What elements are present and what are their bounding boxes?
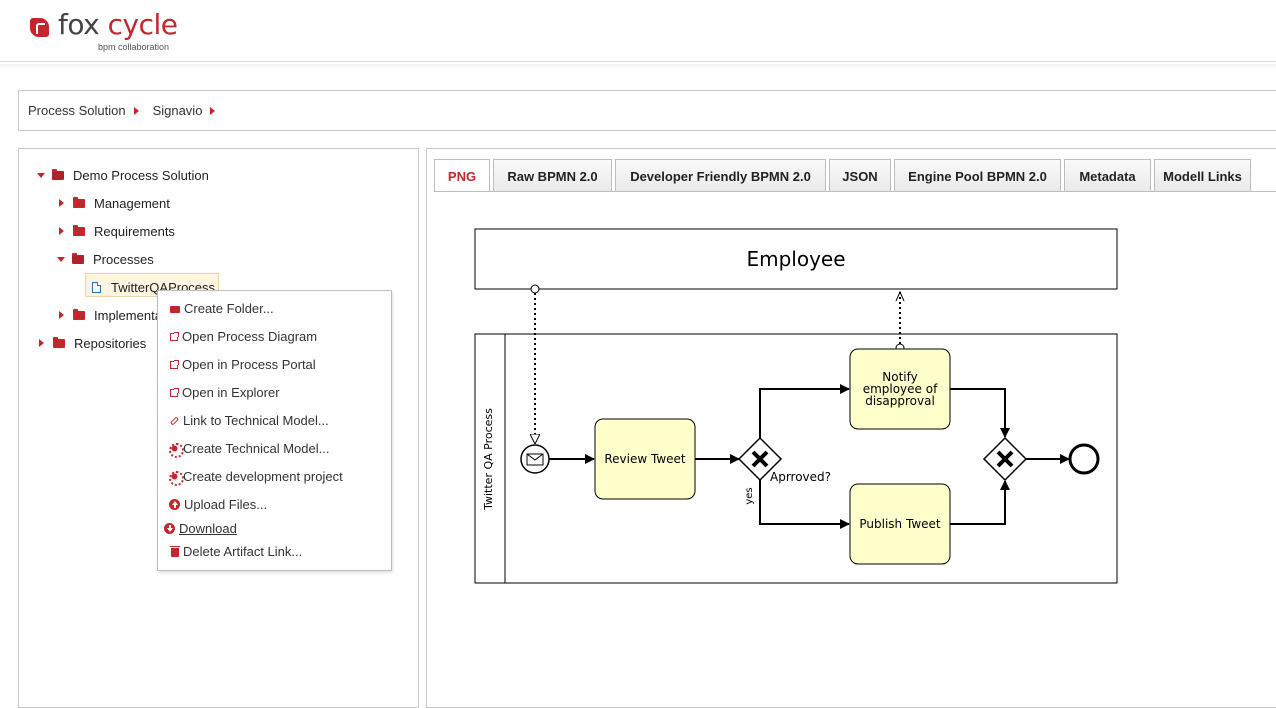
artifact-view-panel: PNG Raw BPMN 2.0 Developer Friendly BPMN… [426,148,1276,708]
menu-item-label: Link to Technical Model... [183,413,329,428]
folder-open-icon [52,168,64,180]
logo-tagline: bpm collaboration [98,42,170,52]
menu-item-label: Create Technical Model... [183,441,330,456]
menu-item-label: Delete Artifact Link... [183,544,303,559]
upload-icon [169,499,180,510]
menu-item-open-process-diagram[interactable]: Open Process Diagram [170,329,317,344]
caret-right-icon[interactable] [59,311,64,319]
tree-node-label: Repositories [74,335,147,351]
menu-item-open-in-process-portal[interactable]: Open in Process Portal [170,357,316,372]
menu-item-download[interactable]: Download [164,521,237,536]
download-icon [164,523,175,534]
tab-modell-links[interactable]: Modell Links [1154,159,1251,192]
folder-icon [73,196,85,208]
folder-icon [73,308,85,320]
tree-node-repositories[interactable]: Repositories [39,334,146,352]
external-link-icon [170,331,179,341]
menu-item-upload-files[interactable]: Upload Files... [169,497,267,512]
external-link-icon [170,359,179,369]
fox-logo-icon [30,18,49,37]
tree-node-label: Requirements [94,223,175,239]
tree-node-label: Implementa [94,307,162,323]
caret-down-icon[interactable] [37,172,45,178]
menu-item-link-technical-model[interactable]: Link to Technical Model... [169,413,329,428]
tab-json[interactable]: JSON [829,159,891,192]
caret-right-icon[interactable] [39,339,44,347]
caret-right-icon[interactable] [59,199,64,207]
logo-text: fox cycle [58,8,178,41]
menu-item-open-in-explorer[interactable]: Open in Explorer [170,385,280,400]
tree-node-processes[interactable]: Processes [57,250,154,268]
breadcrumb-label: Signavio [152,103,203,118]
breadcrumb-item-signavio[interactable]: Signavio [153,103,216,118]
menu-item-create-technical-model[interactable]: Create Technical Model... [169,441,330,458]
menu-item-label: Upload Files... [184,497,268,512]
view-tabs: PNG Raw BPMN 2.0 Developer Friendly BPMN… [434,159,1254,192]
tab-metadata[interactable]: Metadata [1064,159,1151,192]
menu-item-label: Create development project [183,469,343,484]
folder-open-icon [72,252,84,264]
tab-underline [434,191,1276,192]
menu-item-label: Download [179,521,237,536]
tab-engine-pool-bpmn[interactable]: Engine Pool BPMN 2.0 [894,159,1061,192]
caret-right-icon[interactable] [59,227,64,235]
tree-node-label: Management [94,195,170,211]
folder-icon [170,306,180,313]
gear-icon [169,471,184,486]
tab-raw-bpmn[interactable]: Raw BPMN 2.0 [493,159,612,192]
breadcrumb-label: Process Solution [28,103,126,118]
gear-icon [169,443,184,458]
caret-down-icon[interactable] [57,256,65,262]
tree-node-label: Processes [93,251,154,267]
tree-node-requirements[interactable]: Requirements [59,222,175,240]
chevron-right-icon [210,106,216,115]
menu-item-label: Open in Explorer [182,385,280,400]
file-icon [92,281,101,293]
menu-item-label: Open in Process Portal [182,357,316,372]
chevron-right-icon [133,106,139,115]
tab-developer-friendly-bpmn[interactable]: Developer Friendly BPMN 2.0 [615,159,826,192]
tab-png[interactable]: PNG [434,159,490,192]
app-header: fox cycle bpm collaboration [0,0,1276,70]
trash-icon [170,545,180,557]
menu-item-label: Open Process Diagram [182,329,318,344]
folder-icon [73,224,85,236]
menu-item-create-development-project[interactable]: Create development project [169,469,343,486]
context-menu: Create Folder... Open Process Diagram Op… [157,290,392,571]
external-link-icon [170,387,179,397]
link-icon [169,415,180,426]
tree-node-management[interactable]: Management [59,194,170,212]
breadcrumb-item-process-solution[interactable]: Process Solution [28,103,139,118]
menu-item-delete-artifact-link[interactable]: Delete Artifact Link... [170,544,303,559]
breadcrumb: Process Solution Signavio [18,90,1276,131]
menu-item-create-folder[interactable]: Create Folder... [170,301,274,316]
folder-icon [53,336,65,348]
tree-node-demo-process-solution[interactable]: Demo Process Solution [37,166,209,184]
tree-node-label: Demo Process Solution [73,167,209,183]
tree-node-implementation[interactable]: Implementa [59,306,162,324]
menu-item-label: Create Folder... [184,301,274,316]
